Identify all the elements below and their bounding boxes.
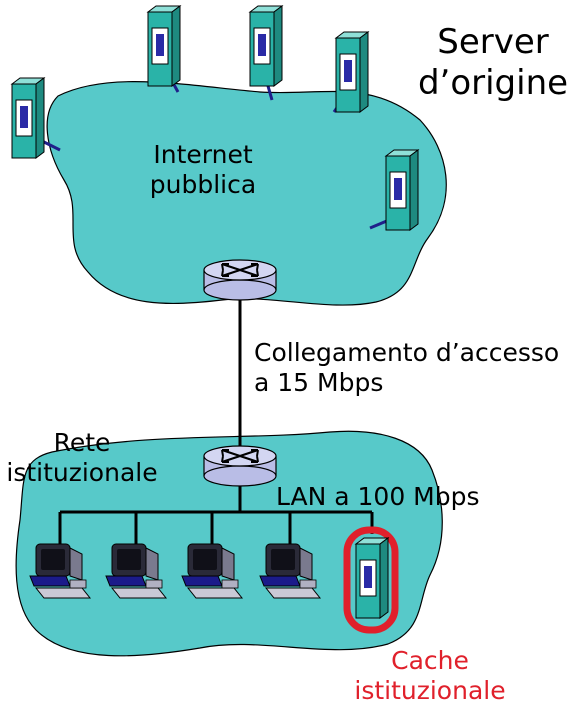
lan-label: LAN a 100 Mbps bbox=[276, 482, 480, 511]
internet-cloud bbox=[46, 81, 447, 306]
access-link-label: Collegamento d’accesso a 15 Mbps bbox=[254, 338, 560, 397]
institutional-cache-label: Cache istituzionale bbox=[354, 646, 506, 705]
origin-server-icon bbox=[385, 149, 419, 231]
public-internet-label: Internet pubblica bbox=[149, 140, 257, 199]
origin-server-icon bbox=[335, 31, 369, 113]
origin-server-icon bbox=[11, 77, 45, 159]
institutional-network-label: Rete istituzionale bbox=[6, 428, 158, 487]
cache-server-icon bbox=[355, 537, 389, 619]
origin-server-icon bbox=[147, 5, 181, 87]
origin-servers-label: Server d’origine bbox=[417, 22, 569, 103]
institutional-cloud bbox=[15, 430, 443, 657]
institutional-router-icon bbox=[202, 444, 278, 488]
internet-router-icon bbox=[202, 258, 278, 302]
cache-highlight bbox=[343, 526, 399, 634]
origin-server-icon bbox=[249, 5, 283, 87]
